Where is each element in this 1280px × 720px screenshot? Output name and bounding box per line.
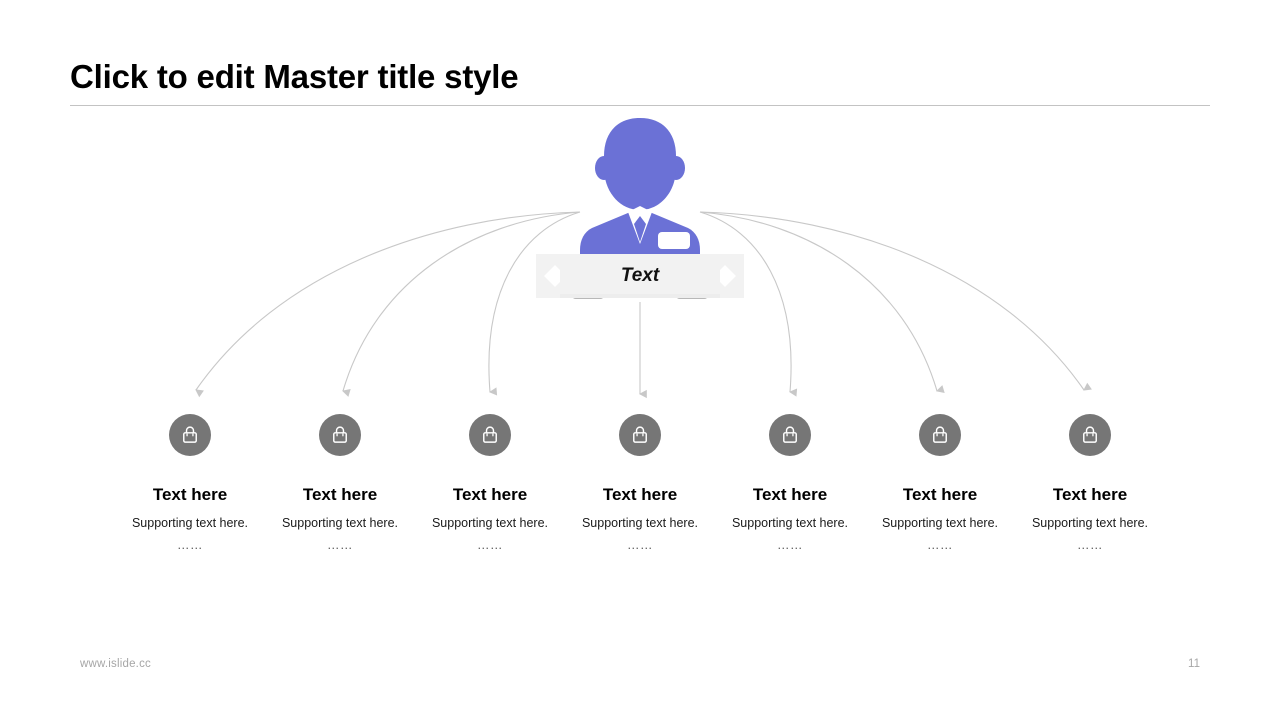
title-placeholder[interactable]: Click to edit Master title style [70,56,1210,98]
title-divider [70,105,1210,106]
ribbon-banner[interactable]: Text [536,254,744,310]
column-subtext: Supporting text here. [1031,516,1149,530]
column-heading: Text here [452,485,528,504]
columns-group: Text here Supporting text here. …… Text … [0,414,1280,574]
column-item-7[interactable]: Text here Supporting text here. …… [1015,414,1165,554]
column-item-6[interactable]: Text here Supporting text here. …… [865,414,1015,554]
footer-url[interactable]: www.islide.cc [80,658,151,670]
column-item-5[interactable]: Text here Supporting text here. …… [715,414,865,554]
column-dots: …… [777,538,803,552]
column-heading: Text here [752,485,828,504]
column-subtext: Supporting text here. [881,516,999,530]
shopping-bag-icon[interactable] [169,414,211,456]
connector-arrow-7 [699,211,1092,391]
shopping-bag-icon[interactable] [619,414,661,456]
column-item-2[interactable]: Text here Supporting text here. …… [265,414,415,554]
column-heading: Text here [902,485,978,504]
shopping-bag-icon[interactable] [769,414,811,456]
column-subtext: Supporting text here. [131,516,249,530]
column-item-3[interactable]: Text here Supporting text here. …… [415,414,565,554]
column-subtext: Supporting text here. [431,516,549,530]
column-dots: …… [477,538,503,552]
shopping-bag-icon[interactable] [1069,414,1111,456]
column-subtext: Supporting text here. [581,516,699,530]
column-heading: Text here [152,485,228,504]
column-dots: …… [1077,538,1103,552]
ribbon-shape [536,254,744,299]
column-dots: …… [627,538,653,552]
column-heading: Text here [302,485,378,504]
ribbon-label: Text [620,265,660,286]
businessman-avatar-icon [580,118,700,256]
shopping-bag-icon[interactable] [919,414,961,456]
slide-number: 11 [1188,658,1200,670]
column-subtext: Supporting text here. [281,516,399,530]
column-item-4[interactable]: Text here Supporting text here. …… [565,414,715,554]
column-dots: …… [327,538,353,552]
shopping-bag-icon[interactable] [319,414,361,456]
connector-arrow-1 [195,211,581,398]
column-dots: …… [927,538,953,552]
column-subtext: Supporting text here. [731,516,849,530]
column-heading: Text here [1052,485,1128,504]
shopping-bag-icon[interactable] [469,414,511,456]
page-title: Click to edit Master title style [70,58,519,95]
column-dots: …… [177,538,203,552]
column-item-1[interactable]: Text here Supporting text here. …… [115,414,265,554]
column-heading: Text here [602,485,678,504]
